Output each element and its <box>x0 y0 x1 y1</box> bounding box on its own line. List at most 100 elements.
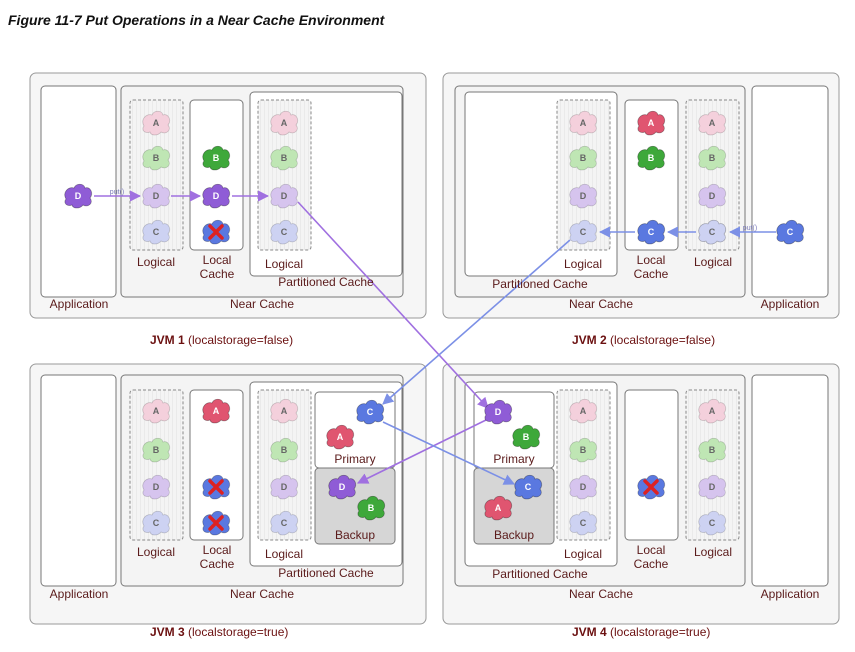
jvm1-partitioned-logical-column-blob-b: B <box>270 145 299 171</box>
svg-text:C: C <box>367 407 374 417</box>
jvm2-partitioned-logical-label: Logical <box>564 257 602 271</box>
jvm4-partitioned-logical-column-blob-d: D <box>569 474 598 500</box>
jvm4-logical-column-blob-d: D <box>698 474 727 500</box>
jvm2-logical-label: Logical <box>694 255 732 269</box>
jvm2-near-cache-label: Near Cache <box>569 297 633 311</box>
jvm1-partitioned-logical-column-blob-d: D <box>270 183 299 209</box>
svg-text:B: B <box>709 153 716 163</box>
jvm2-application-label: Application <box>761 297 820 311</box>
svg-text:A: A <box>709 406 716 416</box>
jvm4-backup-blob-a: A <box>484 495 513 521</box>
jvm4-near-cache-label: Near Cache <box>569 587 633 601</box>
svg-text:D: D <box>75 191 82 201</box>
jvm3-partitioned-logical-column-blob-d: D <box>270 474 299 500</box>
jvm1-partitioned-logical-label: Logical <box>265 257 303 271</box>
jvm2-cache-label: Cache <box>634 267 669 281</box>
jvm3-partitioned-logical-column-blob-b: B <box>270 437 299 463</box>
jvm2-partitioned-cache-label: Partitioned Cache <box>492 277 588 291</box>
jvm2-local-label: Local <box>637 253 666 267</box>
jvm4-application-box <box>751 374 829 587</box>
svg-text:C: C <box>648 227 655 237</box>
svg-text:D: D <box>709 191 716 201</box>
jvm3-title: JVM 3 (localstorage=true) <box>150 625 288 639</box>
jvm1-local-cache-column <box>189 99 244 251</box>
jvm2-app-blob-c: C <box>776 219 805 245</box>
jvm3-application-label: Application <box>50 587 109 601</box>
jvm1-put-label: put() <box>110 189 124 196</box>
jvm1-logical-column-blob-a: A <box>142 110 171 136</box>
jvm1-title: JVM 1 (localstorage=false) <box>150 333 293 347</box>
jvm2-partitioned-logical-column-blob-c: C <box>569 219 598 245</box>
jvm1-local-blob-b: B <box>202 145 231 171</box>
jvm4-primary-blob-b: B <box>512 424 541 450</box>
svg-text:B: B <box>281 445 288 455</box>
svg-text:C: C <box>580 518 587 528</box>
svg-text:A: A <box>495 503 502 513</box>
svg-text:D: D <box>580 482 587 492</box>
svg-text:C: C <box>281 227 288 237</box>
jvm1-logical-label: Logical <box>137 255 175 269</box>
jvm1-local-removed-c <box>202 219 231 245</box>
jvm3-partitioned-logical-column <box>257 389 312 541</box>
svg-text:D: D <box>495 407 502 417</box>
svg-text:D: D <box>339 482 346 492</box>
jvm4-partitioned-logical-column-blob-a: A <box>569 398 598 424</box>
svg-text:A: A <box>648 118 655 128</box>
jvm4-primary-to-jvm3-backup-arrow <box>356 419 487 484</box>
svg-text:D: D <box>709 482 716 492</box>
jvm4-cache-label: Cache <box>634 557 669 571</box>
svg-text:B: B <box>213 153 220 163</box>
jvm4-title: JVM 4 (localstorage=true) <box>572 625 710 639</box>
jvm3-primary-to-jvm4-backup-arrow <box>382 421 516 485</box>
jvm1-partitioned-logical-column-blob-c: C <box>270 219 299 245</box>
jvm2-logical-blob-c-top: C <box>698 219 727 245</box>
svg-text:A: A <box>213 406 220 416</box>
jvm3-primary-label: Primary <box>334 452 375 466</box>
jvm4-local-removed-d <box>637 474 666 500</box>
jvm4-logical-column-blob-a: A <box>698 398 727 424</box>
svg-text:C: C <box>153 518 160 528</box>
jvm1-logical-column-blob-b: B <box>142 145 171 171</box>
jvm3-local-removed-c <box>202 510 231 536</box>
jvm1-local-label: Local <box>203 253 232 267</box>
jvm1-local-blob-d: D <box>202 183 231 209</box>
svg-text:B: B <box>709 445 716 455</box>
jvm1-application-label: Application <box>50 297 109 311</box>
svg-text:D: D <box>580 191 587 201</box>
jvm1-partitioned-logical-column <box>257 99 312 251</box>
jvm3-logical-column-blob-a: A <box>142 398 171 424</box>
jvm4-partitioned-logical-label: Logical <box>564 547 602 561</box>
jvm4-partitioned-logical-column-blob-b: B <box>569 437 598 463</box>
jvm2-application-box <box>751 85 829 298</box>
jvm3-application-box <box>40 374 117 587</box>
jvm1-logical-column-blob-c: C <box>142 219 171 245</box>
jvm3-local-blob-a: A <box>202 398 231 424</box>
jvm2-local-cache-column <box>624 99 679 251</box>
svg-text:C: C <box>709 227 716 237</box>
jvm2-logical-column-blob-a: A <box>698 110 727 136</box>
jvm3-logical-label: Logical <box>137 545 175 559</box>
jvm2-partitioned-logical-column-blob-d: D <box>569 183 598 209</box>
svg-text:C: C <box>153 227 160 237</box>
svg-text:D: D <box>281 191 288 201</box>
jvm4-backup-label: Backup <box>494 528 534 542</box>
jvm3-logical-column-blob-b: B <box>142 437 171 463</box>
jvm4-partitioned-logical-column-blob-c: C <box>569 510 598 536</box>
svg-text:B: B <box>153 153 160 163</box>
jvm2-partitioned-logical-column-blob-a: A <box>569 110 598 136</box>
svg-text:B: B <box>153 445 160 455</box>
jvm2-logical-column-blob-d: D <box>698 183 727 209</box>
jvm2-partitioned-logical-column-blob-b: B <box>569 145 598 171</box>
svg-text:A: A <box>281 118 288 128</box>
jvm2-local-blob-c: C <box>637 219 666 245</box>
svg-text:C: C <box>281 518 288 528</box>
jvm1-logical-column-blob-d: D <box>142 183 171 209</box>
svg-text:A: A <box>337 432 344 442</box>
jvm2-logical-column <box>685 99 740 251</box>
svg-text:A: A <box>580 118 587 128</box>
svg-text:D: D <box>153 482 160 492</box>
jvm3-cache-label: Cache <box>200 557 235 571</box>
jvm4-backup-blob-c: C <box>514 474 543 500</box>
jvm3-logical-column-blob-c: C <box>142 510 171 536</box>
jvm3-local-removed-d <box>202 474 231 500</box>
